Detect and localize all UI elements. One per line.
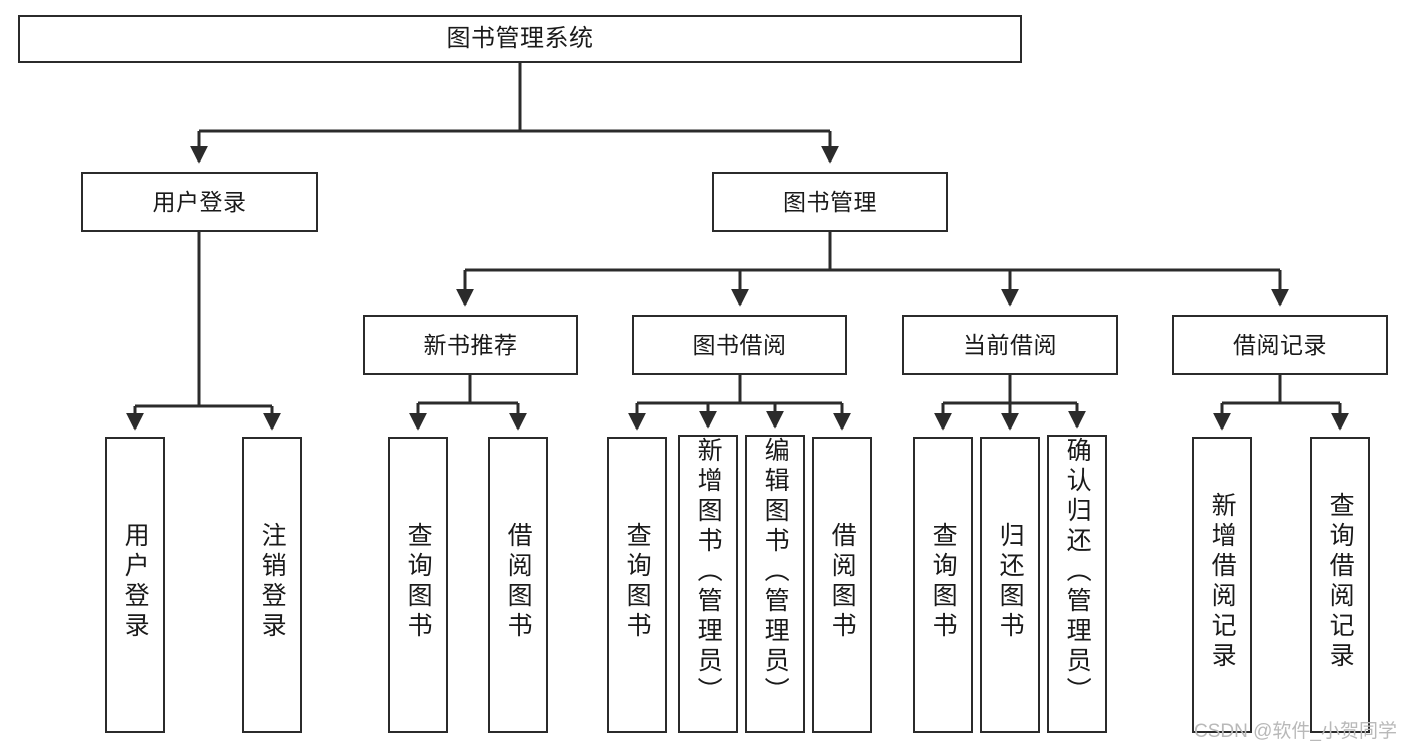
leaf-confirm-return-admin-label: 确认归还（管理员） [1063,437,1092,707]
leaf-add-borrow-record-label: 新增借阅记录 [1208,492,1237,672]
leaf-return-book[interactable]: 归还图书 [980,437,1040,733]
node-borrow-records[interactable]: 借阅记录 [1172,315,1388,375]
leaf-return-book-label: 归还图书 [996,522,1025,642]
node-new-book-recommend-label: 新书推荐 [423,331,518,358]
leaf-confirm-return-admin[interactable]: 确认归还（管理员） [1047,435,1107,733]
leaf-query-book-borrow-label: 查询图书 [623,522,652,642]
leaf-query-book-current-label: 查询图书 [929,522,958,642]
leaf-query-book-newbooks-label: 查询图书 [404,522,433,642]
node-book-borrow[interactable]: 图书借阅 [632,315,847,375]
leaf-borrow-book-label: 借阅图书 [828,522,857,642]
leaf-borrow-book-newbooks-label: 借阅图书 [504,522,533,642]
leaf-add-borrow-record[interactable]: 新增借阅记录 [1192,437,1252,733]
node-root[interactable]: 图书管理系统 [18,15,1022,63]
node-user-login[interactable]: 用户登录 [81,172,318,232]
leaf-query-book-newbooks[interactable]: 查询图书 [388,437,448,733]
node-current-borrow-label: 当前借阅 [963,331,1057,358]
node-book-borrow-label: 图书借阅 [692,331,787,358]
leaf-query-book-borrow[interactable]: 查询图书 [607,437,667,733]
node-book-management-label: 图书管理 [783,188,877,215]
leaf-add-book-admin-label: 新增图书（管理员） [694,437,723,707]
node-root-label: 图书管理系统 [446,25,594,53]
leaf-edit-book-admin[interactable]: 编辑图书（管理员） [745,435,805,733]
leaf-borrow-book[interactable]: 借阅图书 [812,437,872,733]
leaf-logout[interactable]: 注销登录 [242,437,302,733]
leaf-logout-label: 注销登录 [258,522,287,642]
node-book-management[interactable]: 图书管理 [712,172,948,232]
node-borrow-records-label: 借阅记录 [1233,331,1327,358]
node-user-login-label: 用户登录 [152,188,247,215]
node-current-borrow[interactable]: 当前借阅 [902,315,1118,375]
leaf-user-login-label: 用户登录 [121,522,150,642]
leaf-query-book-current[interactable]: 查询图书 [913,437,973,733]
leaf-edit-book-admin-label: 编辑图书（管理员） [761,437,790,707]
node-new-book-recommend[interactable]: 新书推荐 [363,315,578,375]
leaf-borrow-book-newbooks[interactable]: 借阅图书 [488,437,548,733]
leaf-query-borrow-record[interactable]: 查询借阅记录 [1310,437,1370,733]
watermark: CSDN @软件_小贺同学 [1194,721,1397,742]
leaf-user-login[interactable]: 用户登录 [105,437,165,733]
leaf-query-borrow-record-label: 查询借阅记录 [1326,492,1355,672]
leaf-add-book-admin[interactable]: 新增图书（管理员） [678,435,738,733]
